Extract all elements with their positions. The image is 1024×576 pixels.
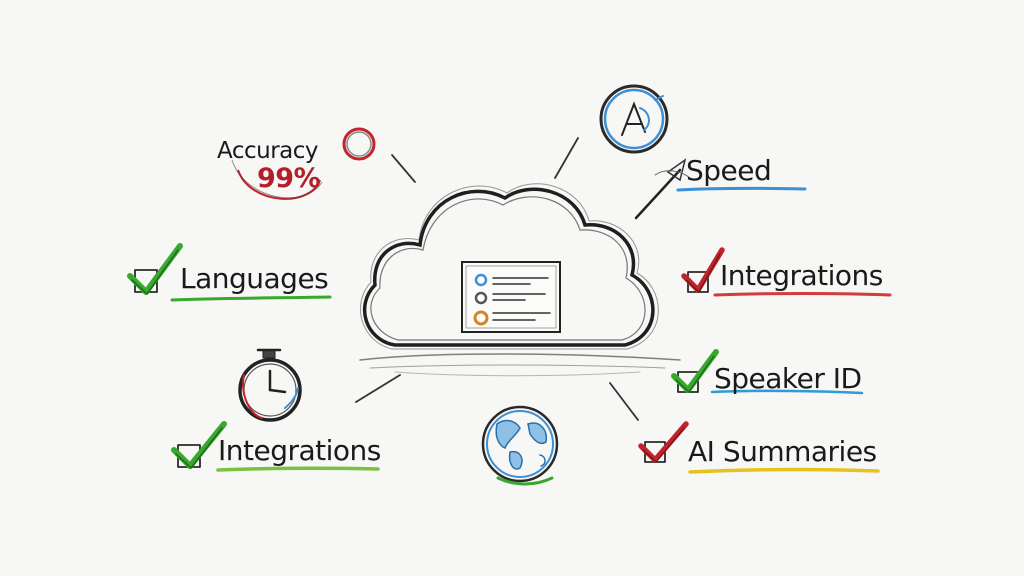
connector-lines	[355, 137, 639, 421]
accuracy-label: Accuracy	[217, 138, 319, 164]
globe-icon	[481, 405, 559, 486]
app-window-icon	[461, 261, 561, 333]
pencil-icon	[634, 158, 691, 220]
feature-ai-summaries: AI Summaries	[688, 435, 877, 468]
stopwatch-icon	[238, 348, 302, 422]
speedometer-icon	[599, 84, 669, 154]
target-icon	[231, 127, 376, 200]
feature-integrations-right: Integrations	[720, 259, 883, 292]
speed-label: Speed	[686, 154, 772, 187]
check-icon-integrations-left	[171, 421, 227, 469]
check-icon-ai-summaries	[638, 421, 689, 463]
underlines	[170, 186, 892, 474]
feature-languages: Languages	[180, 262, 329, 295]
accuracy-value: 99%	[257, 163, 321, 194]
check-icon-integrations-right	[681, 247, 725, 293]
check-icon-languages	[127, 243, 183, 295]
check-icon-speaker-id	[671, 349, 719, 393]
feature-speaker-id: Speaker ID	[714, 362, 862, 395]
feature-integrations-left: Integrations	[218, 434, 381, 467]
cloud-icon	[359, 183, 681, 377]
